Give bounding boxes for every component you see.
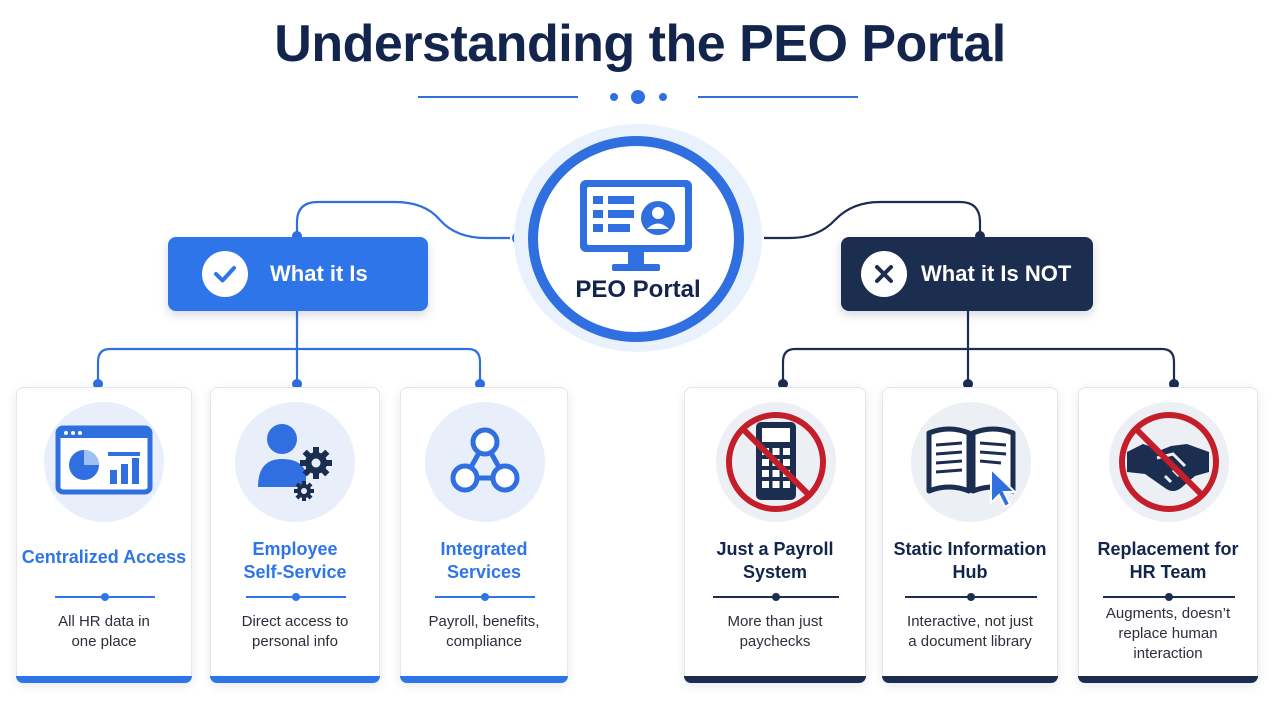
card-integrated-services: Integrated Services Payroll, benefits, c…: [400, 387, 568, 683]
card-description: Payroll, benefits, compliance: [428, 613, 540, 650]
node-dot: [475, 379, 485, 389]
title-dot: [631, 90, 645, 104]
card-accent-bar: [882, 676, 1058, 683]
dashboard-icon: [44, 402, 164, 522]
card-centralized-access: Centralized Access All HR data in one pl…: [16, 387, 192, 683]
card-description: Direct access to personal info: [241, 613, 349, 650]
card-divider: [435, 593, 535, 601]
card-title: Replacement for HR Team: [1097, 539, 1239, 582]
what-it-is-header: What it Is: [168, 237, 428, 311]
card-divider: [246, 593, 346, 601]
connector-right-branch: [756, 200, 982, 240]
card-title: Integrated Services: [440, 539, 528, 582]
user-gears-icon: [235, 402, 355, 522]
center-label: PEO Portal: [575, 276, 701, 303]
connector-left-split: [96, 347, 482, 384]
page-title: Understanding the PEO Portal: [274, 15, 1006, 73]
card-employee-self-service: Employee Self-Service Direct access to p…: [210, 387, 380, 683]
connector-left-branch: [295, 200, 518, 240]
card-title: Employee Self-Service: [243, 539, 347, 582]
card-accent-bar: [210, 676, 380, 683]
title-dot: [610, 93, 618, 101]
card-description: More than just paychecks: [727, 613, 823, 650]
connector-right-split: [781, 347, 1176, 384]
no-handshake-icon: [1109, 402, 1229, 522]
card-description: All HR data in one place: [58, 613, 150, 650]
node-dot: [292, 379, 302, 389]
what-it-is-label: What it Is: [270, 261, 368, 286]
card-divider: [1103, 593, 1235, 601]
card-accent-bar: [400, 676, 568, 683]
card-just-payroll: Just a Payroll System More than just pay…: [684, 387, 866, 683]
what-it-is-not-header: What it Is NOT: [841, 237, 1093, 311]
monitor-profile-icon: [580, 180, 692, 271]
card-title: Just a Payroll System: [716, 539, 834, 582]
no-calculator-icon: [716, 402, 836, 522]
card-description: Interactive, not just a document library: [907, 613, 1033, 650]
node-dot: [93, 379, 103, 389]
check-icon: [202, 251, 248, 297]
x-icon: [861, 251, 907, 297]
book-cursor-icon: [911, 402, 1031, 522]
card-static-information-hub: Static Information Hub Interactive, not …: [882, 387, 1058, 683]
network-nodes-icon: [425, 402, 545, 522]
card-divider: [905, 593, 1037, 601]
node-dot: [963, 379, 973, 389]
card-accent-bar: [1078, 676, 1258, 683]
card-divider: [55, 593, 155, 601]
title-dot: [659, 93, 667, 101]
what-it-is-not-label: What it Is NOT: [921, 261, 1072, 286]
node-dot: [1169, 379, 1179, 389]
card-accent-bar: [684, 676, 866, 683]
card-replacement-for-hr: Replacement for HR Team Augments, doesn’…: [1078, 387, 1258, 683]
card-description: Augments, doesn’t replace human interact…: [1105, 605, 1231, 662]
card-title: Centralized Access: [21, 547, 187, 567]
node-dot: [778, 379, 788, 389]
card-title: Static Information Hub: [893, 539, 1047, 582]
card-divider: [713, 593, 839, 601]
card-accent-bar: [16, 676, 192, 683]
